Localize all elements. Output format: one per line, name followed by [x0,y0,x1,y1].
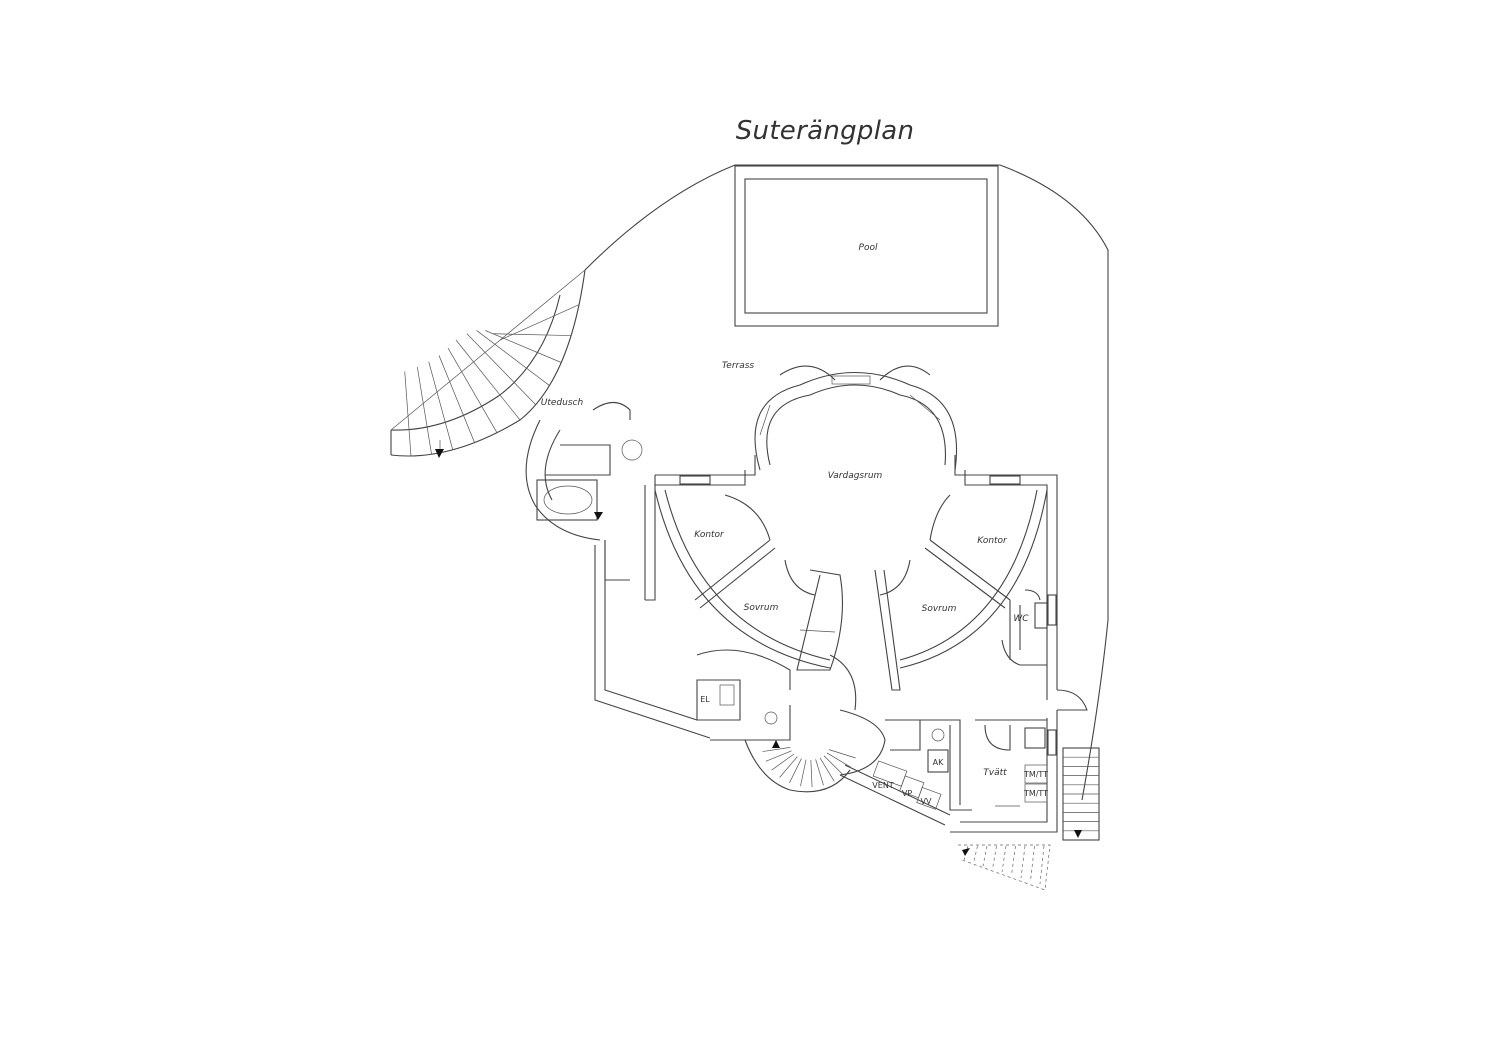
stair-dashed [958,844,1051,891]
room-label-tmtt-2: TM/TT [1023,789,1048,798]
stair-tread [982,845,988,867]
stair-tread [476,330,550,386]
room-label-vv: VV [921,797,932,806]
stair-tread [789,758,802,784]
window-4 [1047,729,1057,756]
stair-tread [771,753,795,771]
stair-tread [1020,845,1026,879]
stair-tread [1039,845,1045,885]
stair-tread [416,367,432,455]
service-area [696,649,1048,811]
stair-tread [492,333,572,336]
plan-title: Suterängplan [735,116,915,146]
window-2 [989,475,1021,485]
inner-walls [654,489,1088,711]
room-label-vent: VENT [872,781,894,790]
room-label-kontor-left: Kontor [694,530,725,540]
stair-tread [1030,845,1035,882]
room-label-el: EL [700,695,710,704]
stair-tread [800,759,807,787]
stair-tread [1001,845,1007,873]
stair-tread [826,752,851,768]
utedusch-area [525,401,643,581]
stair-tread [404,371,412,456]
stair-tread [992,845,997,870]
stair-tread [819,757,835,782]
pool-outer [734,165,999,327]
room-label-vp: VP [902,789,912,798]
stair-tread [765,750,792,762]
room-label-kontor-right: Kontor [977,536,1008,546]
stair-tread [466,333,536,405]
stair-tread [438,355,475,443]
stair-tread [779,756,798,778]
stair-tread [823,755,844,776]
stair-tread [499,304,580,341]
stair-tread [485,330,562,363]
living-room-rotunda [754,365,958,471]
room-label-sovrum-right: Sovrum [922,604,957,614]
window-1 [679,475,711,485]
window-3 [1047,594,1057,626]
stair-tread [762,747,791,752]
room-label-wc: WC [1013,614,1029,624]
stair-tread [428,361,454,450]
room-label-terrass: Terrass [722,361,755,371]
stair-arrow-left [435,449,444,458]
stair-tread [455,339,521,421]
pool-inner [744,178,988,314]
stair-tread [1011,845,1016,876]
room-label-tmtt-1: TM/TT [1023,770,1048,779]
stair-arrow-right [1074,830,1082,838]
stair-tread [815,759,824,786]
stair-tread [828,749,856,759]
stair-tread [447,348,498,433]
room-label-vardagsrum: Vardagsrum [828,471,883,481]
terrace-outline [584,164,1109,801]
stair-tread [810,759,813,787]
room-label-utedusch: Utedusch [541,398,584,408]
curved-stair-left [390,269,586,458]
stair-tread [973,845,978,864]
stair-right [1062,747,1100,841]
room-label-sovrum-left: Sovrum [744,603,779,613]
room-label-tvatt: Tvätt [983,768,1007,778]
room-label-ak: AK [933,758,944,767]
stair-arrow-bottom [772,740,780,748]
room-label-pool: Pool [859,243,878,253]
exterior-walls [594,455,1058,833]
